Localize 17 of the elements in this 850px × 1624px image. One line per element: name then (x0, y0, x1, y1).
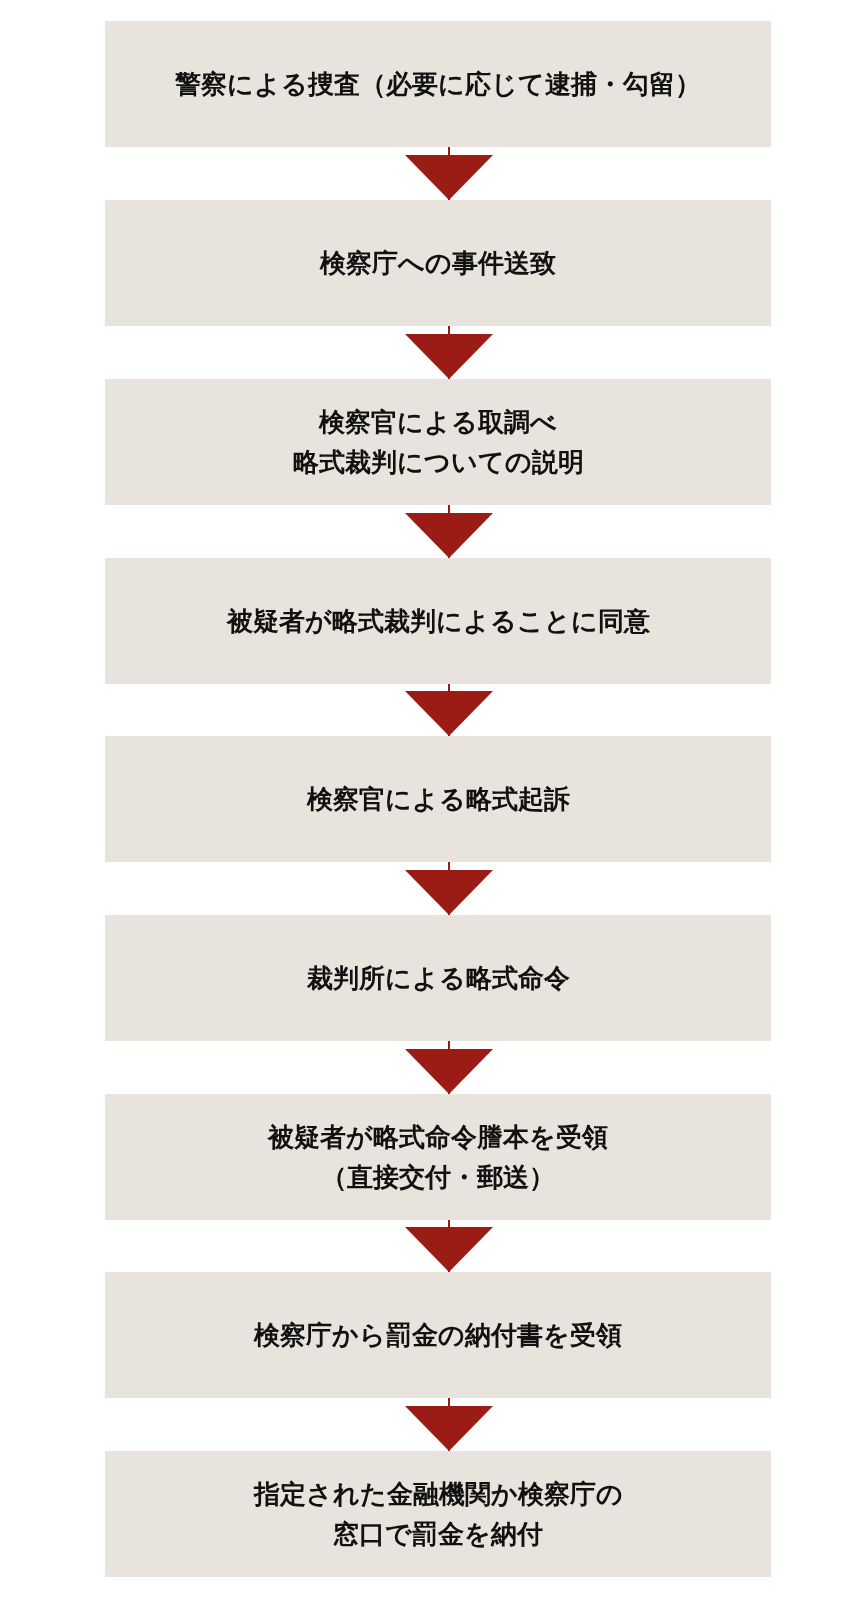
process-box: 警察による捜査（必要に応じて逮捕・勾留） (105, 21, 771, 147)
arrow (405, 1397, 493, 1452)
process-box: 裁判所による略式命令 (105, 915, 771, 1041)
process-box: 検察官による取調べ略式裁判についての説明 (105, 379, 771, 505)
process-box: 検察庁から罰金の納付書を受領 (105, 1272, 771, 1398)
arrow (405, 1040, 493, 1095)
arrow (405, 504, 493, 559)
arrow (405, 683, 493, 737)
process-box: 被疑者が略式裁判によることに同意 (105, 558, 771, 684)
process-box: 指定された金融機関か検察庁の窓口で罰金を納付 (105, 1451, 771, 1577)
arrow (405, 325, 493, 380)
arrow (405, 1219, 493, 1273)
arrow (405, 146, 493, 201)
process-box: 検察官による略式起訴 (105, 736, 771, 862)
process-box: 被疑者が略式命令謄本を受領（直接交付・郵送） (105, 1094, 771, 1220)
process-box: 検察庁への事件送致 (105, 200, 771, 326)
arrow (405, 861, 493, 916)
